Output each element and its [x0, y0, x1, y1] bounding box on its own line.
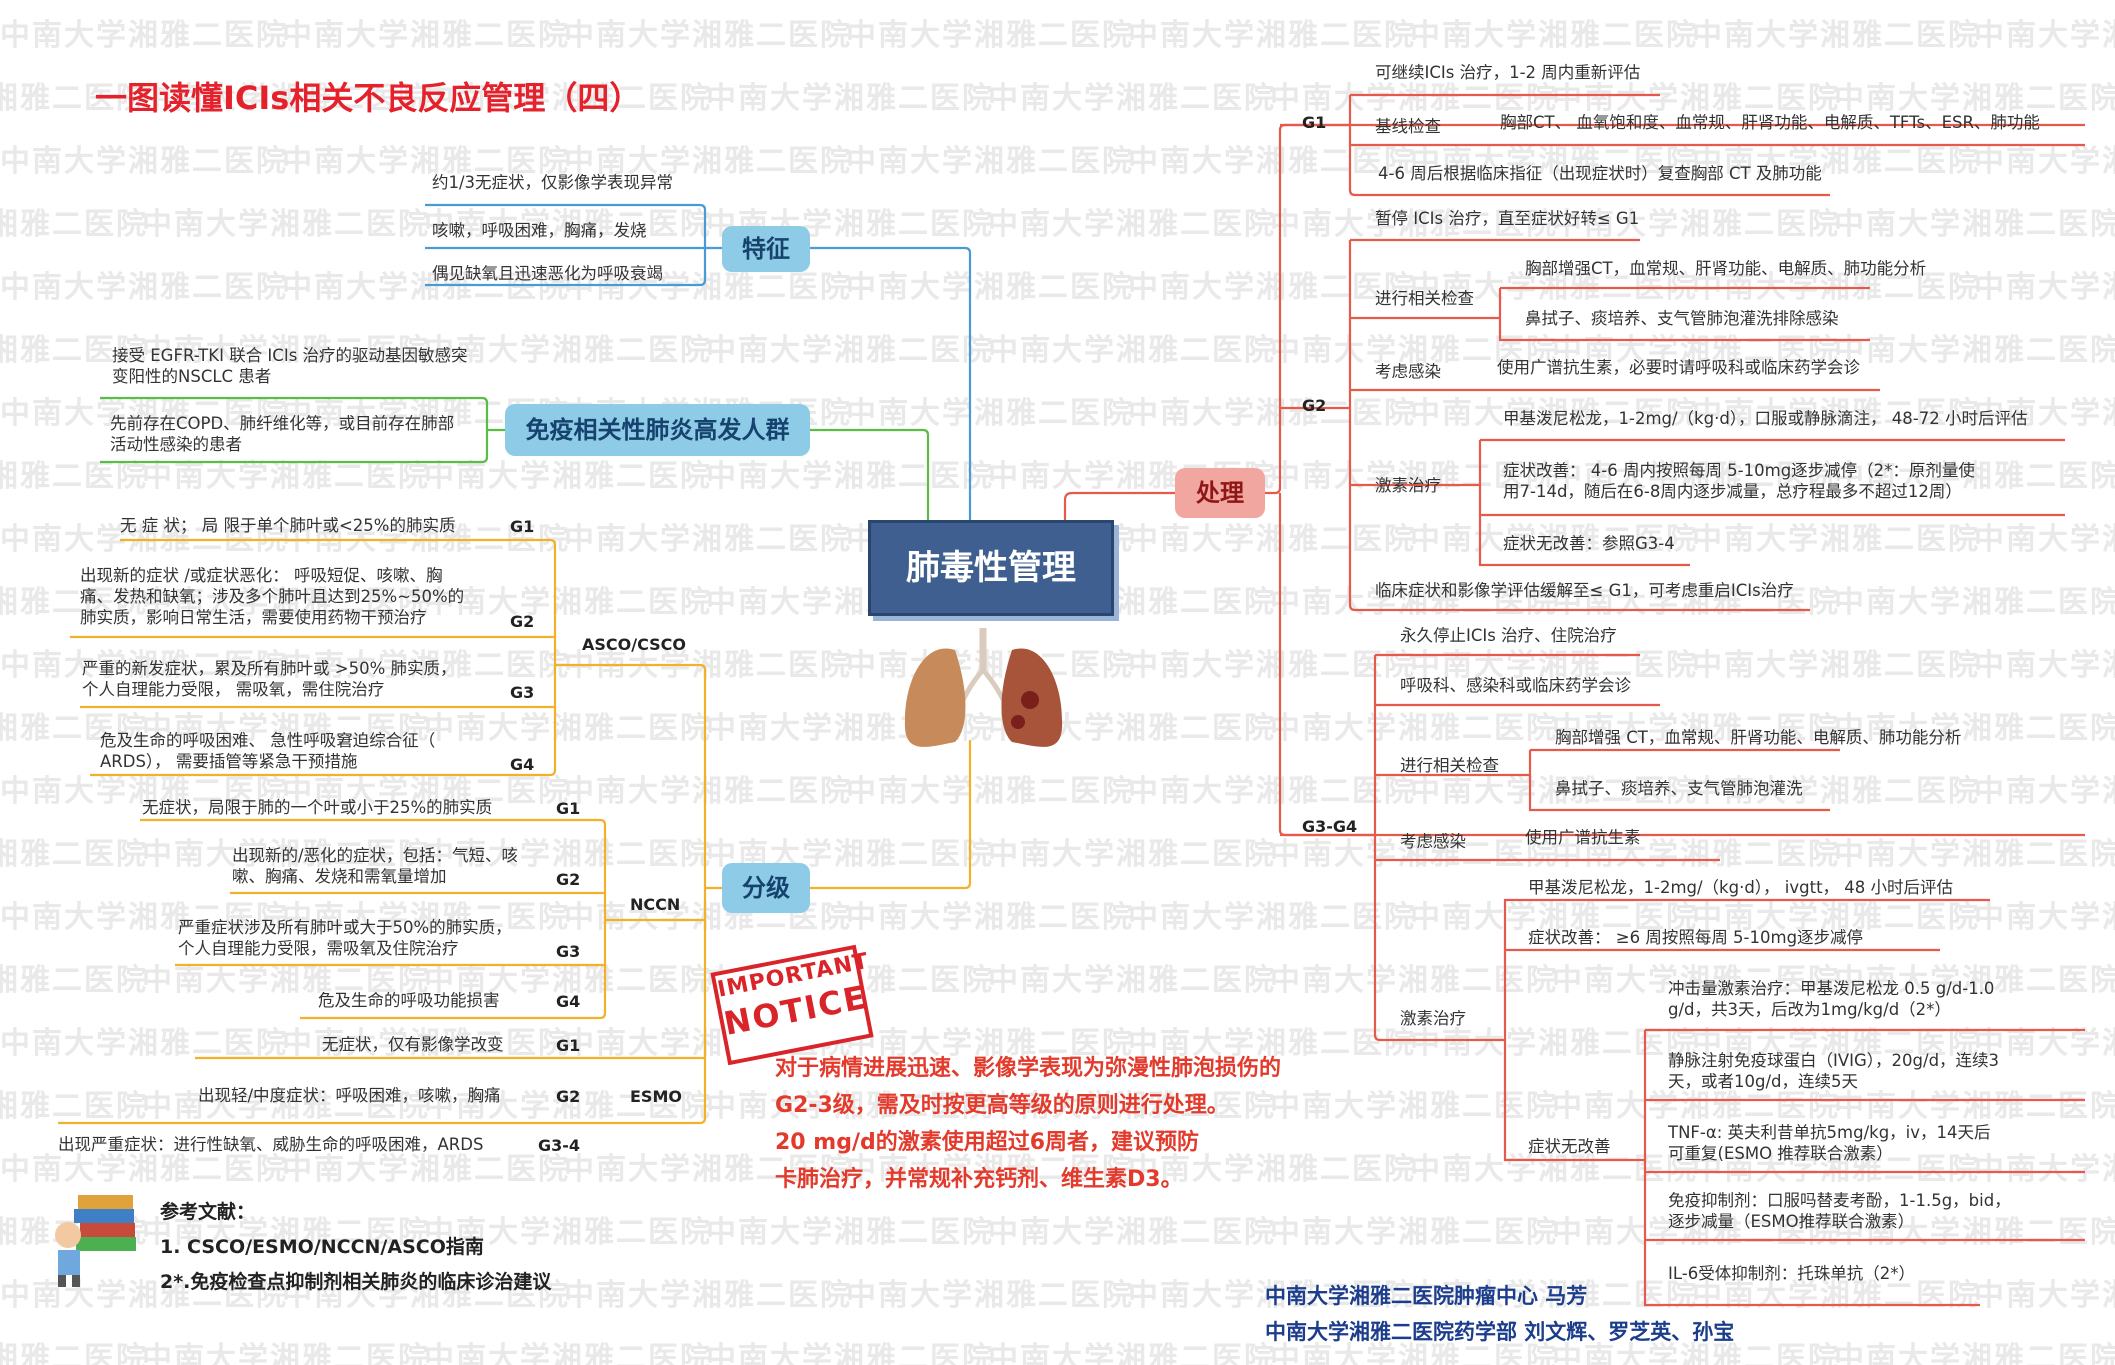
g1-label: G1 — [1302, 113, 1327, 132]
reference-item: 1. CSCO/ESMO/NCCN/ASCO指南 — [160, 1236, 484, 1258]
grade-badge: G2 — [556, 1087, 581, 1106]
g2-label: G2 — [1302, 396, 1327, 415]
grade-badge: G2 — [510, 612, 535, 631]
g2-exam-label: 进行相关检查 — [1375, 289, 1474, 308]
warning-line: G2-3级，需及时按更高等级的原则进行处理。 — [775, 1093, 1229, 1118]
g2-exam-item: 胸部增强CT，血常规、肝肾功能、电解质、肺功能分析 — [1525, 259, 1927, 278]
grade-badge: G1 — [556, 1036, 581, 1055]
g34-steroid-item: 甲基泼尼松龙，1-2mg/（kg·d）， ivgtt， 48 小时后评估 — [1528, 878, 1954, 897]
asco-item: 严重的新发症状，累及所有肺叶或 >50% 肺实质，个人自理能力受限， 需吸氧，需… — [82, 659, 457, 699]
credit-line: 中南大学湘雅二医院药学部 刘文辉、罗芝英、孙宝 — [1265, 1320, 1735, 1344]
lungs-illustration — [904, 628, 1063, 747]
feature-item: 咳嗽，呼吸困难，胸痛，发烧 — [432, 221, 647, 240]
grade-badge: G3 — [556, 942, 581, 961]
g1-recheck: 4-6 周后根据临床指征（出现症状时）复查胸部 CT 及肺功能 — [1378, 164, 1822, 183]
g2-steroid-item: 甲基泼尼松龙，1-2mg/（kg·d），口服或静脉滴注， 48-72 小时后评估 — [1503, 409, 2028, 428]
warning-line: 对于病情进展迅速、影像学表现为弥漫性肺泡损伤的 — [775, 1056, 1282, 1081]
g34-infect: 使用广谱抗生素 — [1525, 828, 1641, 847]
reference-item: 2*.免疫检查点抑制剂相关肺炎的临床诊治建议 — [160, 1271, 552, 1293]
g34-steroid-label: 激素治疗 — [1400, 1009, 1466, 1028]
nccn-item: 出现新的/恶化的症状，包括：气短、咳嗽、胸痛、发烧和需氧量增加 — [232, 846, 519, 886]
g1-baseline: 胸部CT、 血氧饱和度、血常规、肝肾功能、电解质、TFTs、ESR、肺功能 — [1500, 113, 2040, 132]
grade-badge: G4 — [556, 992, 581, 1011]
grade-badge: G3 — [510, 683, 535, 702]
credit-line: 中南大学湘雅二医院肿瘤中心 马芳 — [1265, 1284, 1588, 1308]
grade-badge: G2 — [556, 870, 581, 889]
g2-steroid-item: 症状无改善：参照G3-4 — [1503, 534, 1675, 553]
g34-consult: 呼吸科、感染科或临床药学会诊 — [1400, 676, 1631, 695]
grade-badge: G1 — [510, 517, 535, 536]
asco-item: 危及生命的呼吸困难、 急性呼吸窘迫综合征（ ARDS）， 需要插管等紧急干预措施 — [100, 731, 436, 771]
nccn-label: NCCN — [630, 895, 681, 914]
esmo-label: ESMO — [630, 1087, 682, 1106]
g34-exam-item: 胸部增强 CT，血常规、肝肾功能、电解质、肺功能分析 — [1555, 728, 1962, 747]
treatment-node[interactable]: 处理 — [1175, 468, 1265, 518]
g34-noimprove-item: IL-6受体抑制剂：托珠单抗（2*） — [1668, 1264, 1915, 1283]
grading-node[interactable]: 分级 — [722, 863, 810, 913]
grading-connectors — [58, 538, 972, 1125]
risk-connectors — [100, 396, 930, 525]
g34-stop: 永久停止ICIs 治疗、住院治疗 — [1400, 626, 1617, 645]
g2-infect-label: 考虑感染 — [1375, 362, 1441, 381]
esmo-item: 无症状，仅有影像学改变 — [322, 1035, 504, 1054]
esmo-item: 出现轻/中度症状：呼吸困难，咳嗽，胸痛 — [198, 1086, 501, 1105]
feature-connectors — [425, 203, 972, 525]
asco-item: 无 症 状； 局 限于单个肺叶或<25%的肺实质 — [120, 516, 456, 535]
grade-badge: G3-4 — [538, 1136, 581, 1155]
books-icon — [55, 1195, 136, 1287]
nccn-item: 严重症状涉及所有肺叶或大于50%的肺实质，个人自理能力受限，需吸氧及住院治疗 — [178, 918, 512, 958]
center-topic[interactable]: 肺毒性管理 — [868, 520, 1114, 616]
esmo-item: 出现严重症状：进行性缺氧、威胁生命的呼吸困难，ARDS — [58, 1135, 484, 1154]
risk-item: 先前存在COPD、肺纤维化等，或目前存在肺部活动性感染的患者 — [110, 414, 455, 454]
nccn-item: 无症状，局限于肺的一个叶或小于25%的肺实质 — [142, 798, 493, 817]
g34-noimprove-label: 症状无改善 — [1528, 1137, 1611, 1156]
g34-noimprove-item: TNF-α: 英夫利昔单抗5mg/kg，iv，14天后可重复(ESMO 推荐联合… — [1668, 1123, 1991, 1163]
g34-noimprove-item: 免疫抑制剂：口服吗替麦考酚，1-1.5g，bid，逐步减量（ESMO推荐联合激素… — [1668, 1191, 2011, 1231]
g1-continue: 可继续ICIs 治疗，1-2 周内重新评估 — [1375, 63, 1641, 82]
asco-csco-label: ASCO/CSCO — [582, 635, 686, 654]
g34-label: G3-G4 — [1302, 817, 1358, 836]
feature-node[interactable]: 特征 — [722, 226, 810, 272]
g2-steroid-item: 症状改善： 4-6 周内按照每周 5-10mg逐步减停（2*：原剂量使用7-14… — [1503, 461, 1975, 501]
asco-item: 出现新的症状 /或症状恶化： 呼吸短促、咳嗽、胸痛、发热和缺氧；涉及多个肺叶且达… — [80, 566, 465, 627]
warning-line: 卡肺治疗，并常规补充钙剂、维生素D3。 — [775, 1167, 1183, 1192]
g34-steroid-item: 症状改善： ≥6 周按照每周 5-10mg逐步减停 — [1528, 928, 1864, 947]
warning-line: 20 mg/d的激素使用超过6周者，建议预防 — [775, 1130, 1200, 1155]
g34-infect-label: 考虑感染 — [1400, 832, 1466, 851]
grade-badge: G1 — [556, 799, 581, 818]
g2-restart: 临床症状和影像学评估缓解至≤ G1，可考虑重启ICIs治疗 — [1375, 581, 1794, 600]
g34-exam-item: 鼻拭子、痰培养、支气管肺泡灌洗 — [1555, 779, 1803, 798]
nccn-item: 危及生命的呼吸功能损害 — [318, 991, 500, 1010]
g1-baseline-label: 基线检查 — [1375, 117, 1441, 136]
references-label: 参考文献： — [160, 1201, 256, 1223]
grade-badge: G4 — [510, 755, 535, 774]
risk-item: 接受 EGFR-TKI 联合 ICIs 治疗的驱动基因敏感突变阳性的NSCLC … — [112, 346, 468, 386]
feature-item: 偶见缺氧且迅速恶化为呼吸衰竭 — [432, 264, 663, 283]
g2-pause: 暂停 ICIs 治疗，直至症状好转≤ G1 — [1375, 209, 1640, 228]
g2-exam-item: 鼻拭子、痰培养、支气管肺泡灌洗排除感染 — [1525, 309, 1839, 328]
g34-noimprove-item: 静脉注射免疫球蛋白（IVIG），20g/d，连续3天，或者10g/d，连续5天 — [1668, 1051, 2000, 1091]
g34-exam-label: 进行相关检查 — [1400, 756, 1499, 775]
g34-noimprove-item: 冲击量激素治疗：甲基泼尼松龙 0.5 g/d-1.0 g/d，共3天，后改为1m… — [1668, 979, 1995, 1019]
g2-infect: 使用广谱抗生素，必要时请呼吸科或临床药学会诊 — [1497, 358, 1860, 377]
feature-item: 约1/3无症状，仅影像学表现异常 — [432, 173, 674, 192]
page-title: 一图读懂ICIs相关不良反应管理（四） — [95, 79, 642, 117]
g2-steroid-label: 激素治疗 — [1375, 476, 1441, 495]
risk-population-node[interactable]: 免疫相关性肺炎高发人群 — [505, 404, 810, 456]
